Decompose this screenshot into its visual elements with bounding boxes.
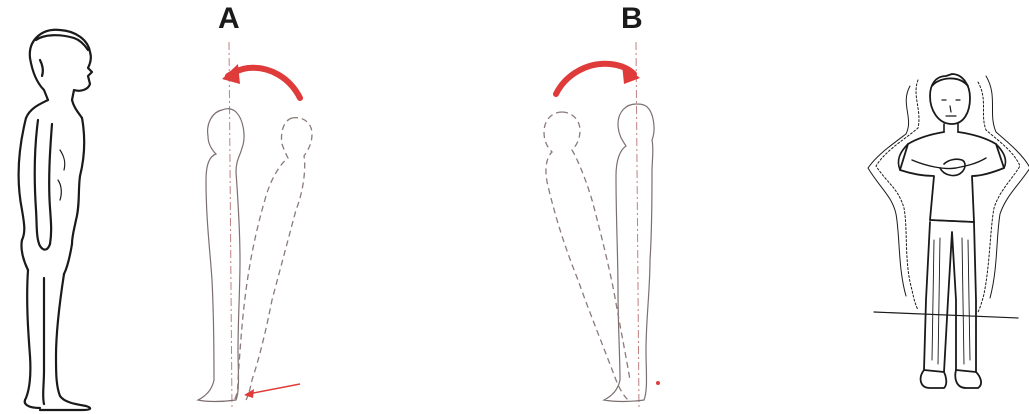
panel-label-a: A: [218, 4, 240, 34]
standing-man-side-icon: [19, 30, 92, 410]
panel-label-b: B: [621, 4, 643, 34]
sway-diagram-b-icon: [544, 42, 660, 410]
sway-diagram-a-icon: [198, 42, 312, 410]
man-front-view-aura-icon: [868, 74, 1029, 388]
